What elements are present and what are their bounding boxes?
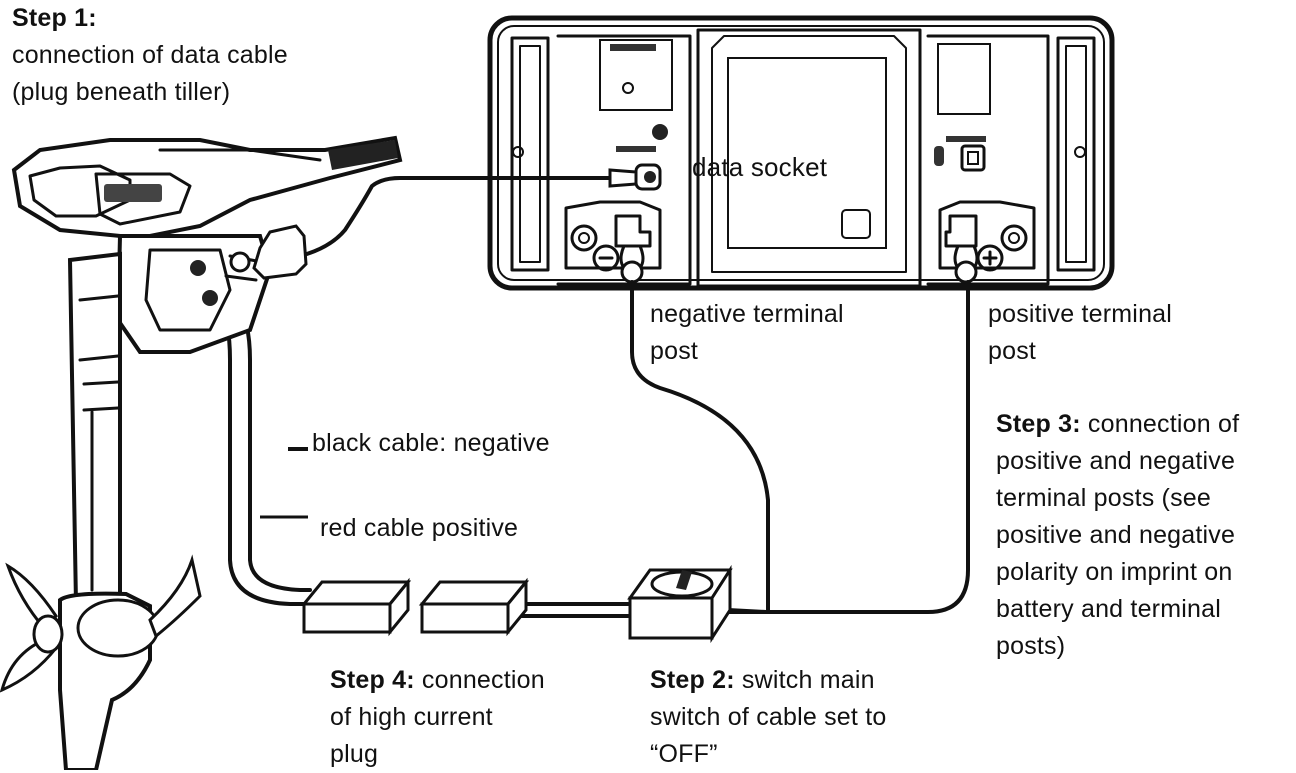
outboard-motor: [0, 135, 403, 770]
step4-line-2: plug: [330, 740, 379, 768]
data-cable: [298, 168, 638, 258]
step2-line-2: “OFF”: [650, 740, 718, 768]
step4-line-1: of high current: [330, 703, 493, 731]
step2-title: Step 2:: [650, 666, 735, 694]
positive-cable: [718, 280, 970, 614]
step1-line-2: (plug beneath tiller): [12, 78, 231, 106]
step3-line-3: positive and negative: [996, 521, 1236, 549]
negative-terminal-line-2: post: [650, 337, 699, 365]
step3-label: Step 3: connection of positive and negat…: [996, 406, 1239, 665]
step3-line-2: terminal posts (see: [996, 484, 1211, 512]
step2-label: Step 2: switch main switch of cable set …: [650, 662, 886, 773]
step4-label: Step 4: connection of high current plug: [330, 662, 545, 773]
positive-terminal-line-2: post: [988, 337, 1037, 365]
step3-line-5: battery and terminal: [996, 595, 1221, 623]
step2-first-line: switch main: [741, 666, 875, 694]
negative-terminal-label: negative terminal post: [650, 296, 844, 370]
step2-line-1: switch of cable set to: [650, 703, 887, 731]
step1-line-1: connection of data cable: [12, 41, 288, 69]
step1-title: Step 1:: [12, 4, 97, 32]
step3-line-6: posts): [996, 632, 1066, 660]
step1-label: Step 1: connection of data cable (plug b…: [12, 0, 288, 111]
step3-title: Step 3:: [996, 410, 1081, 438]
battery: [487, 15, 1115, 291]
red-cable-label: red cable positive: [320, 514, 519, 542]
negative-terminal-line-1: negative terminal: [650, 300, 844, 328]
positive-terminal-label: positive terminal post: [988, 296, 1172, 370]
step4-title: Step 4:: [330, 666, 415, 694]
plug-connectors: [300, 577, 630, 637]
data-socket-label: data socket: [692, 152, 828, 182]
black-cable-label: black cable: negative: [312, 429, 550, 457]
step3-line-1: positive and negative: [996, 447, 1236, 475]
step3-line-4: polarity on imprint on: [996, 558, 1233, 586]
step3-first-line: connection of: [1087, 410, 1240, 438]
main-switch: [627, 564, 733, 644]
positive-terminal-line-1: positive terminal: [988, 300, 1173, 328]
step4-first-line: connection: [421, 666, 545, 694]
